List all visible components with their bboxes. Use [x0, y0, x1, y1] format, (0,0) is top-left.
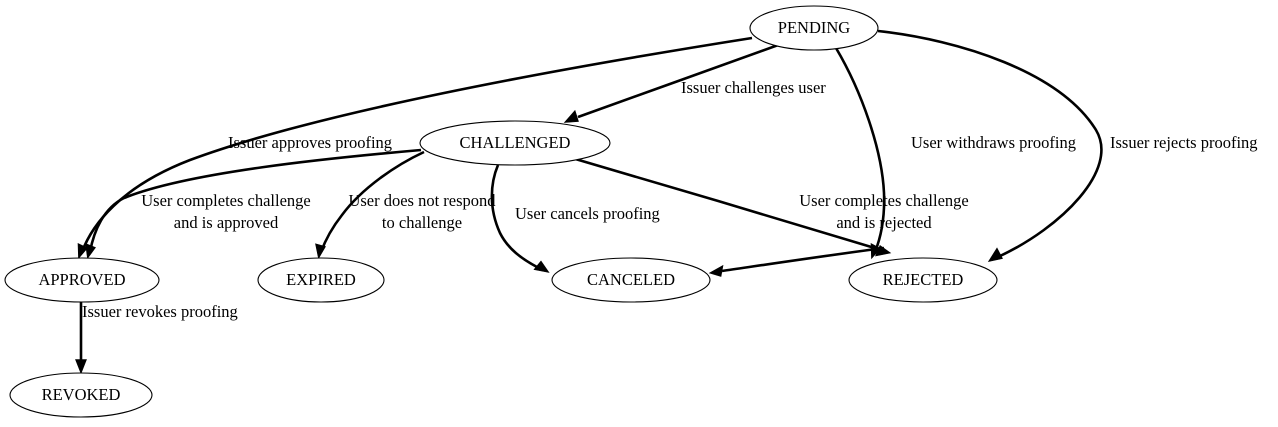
edge-label-pending-rejected: Issuer rejects proofing: [1110, 133, 1258, 152]
edge-label-challenged-approved-line1: User completes challenge: [141, 191, 311, 210]
edge-path-challenged-rejected: [571, 156, 879, 251]
node-ellipse-approved[interactable]: [4, 257, 160, 303]
node-ellipse-canceled[interactable]: [551, 257, 711, 303]
edge-path-challenged-approved: [88, 148, 422, 253]
edge-challenged-approved: [85, 148, 422, 260]
node-ellipse-pending[interactable]: [749, 5, 879, 51]
edge-pending-canceled: [708, 246, 885, 277]
node-ellipse-revoked[interactable]: [9, 372, 153, 418]
node-label-challenged: CHALLENGED: [460, 133, 571, 152]
edge-pending-challenged: [563, 42, 782, 123]
edge-arrowhead-pending-canceled: [708, 264, 724, 277]
node-canceled[interactable]: CANCELED: [551, 257, 711, 303]
node-ellipse-challenged[interactable]: [419, 120, 611, 166]
node-label-canceled: CANCELED: [587, 270, 675, 289]
node-label-expired: EXPIRED: [286, 270, 356, 289]
node-approved[interactable]: APPROVED: [4, 257, 160, 303]
edge-path-challenged-canceled: [490, 164, 538, 269]
edge-label-challenged-approved: User completes challenge and is approved: [141, 191, 311, 232]
edge-label-challenged-expired-line2: to challenge: [382, 213, 462, 232]
edge-path-pending-challenged: [577, 42, 782, 119]
edge-arrowhead-pending-approved: [77, 243, 88, 260]
node-ellipse-expired[interactable]: [257, 257, 385, 303]
node-ellipse-rejected[interactable]: [848, 257, 998, 303]
edge-challenged-expired: [315, 150, 425, 260]
edge-label-pending-canceled: User withdraws proofing: [911, 133, 1076, 152]
edge-path-challenged-expired: [319, 150, 425, 253]
edge-label-challenged-rejected-line1: User completes challenge: [799, 191, 969, 210]
edge-arrowhead-pending-challenged: [563, 109, 579, 123]
node-challenged[interactable]: CHALLENGED: [419, 120, 611, 166]
node-label-rejected: REJECTED: [883, 270, 964, 289]
edge-path-pending-canceled: [721, 246, 885, 273]
edge-arrowhead-challenged-canceled: [533, 260, 550, 273]
edge-label-challenged-rejected-line2: and is rejected: [836, 213, 932, 232]
edge-arrowhead-pending-rejected: [987, 247, 1003, 262]
edge-approved-revoked: [75, 302, 87, 375]
edge-label-pending-approved: Issuer approves proofing: [228, 133, 392, 152]
edge-label-challenged-canceled: User cancels proofing: [515, 204, 660, 223]
edge-path-pending-rejected: [877, 29, 1103, 258]
node-label-revoked: REVOKED: [42, 385, 121, 404]
edge-challenged-canceled: [490, 164, 550, 273]
edge-label-approved-revoked: Issuer revokes proofing: [82, 302, 238, 321]
edge-pending-rejected: [877, 29, 1103, 262]
node-expired[interactable]: EXPIRED: [257, 257, 385, 303]
node-revoked[interactable]: REVOKED: [9, 372, 153, 418]
edge-arrowhead-approved-revoked: [75, 359, 87, 375]
edge-arrowhead-challenged-expired: [315, 243, 326, 260]
node-pending[interactable]: PENDING: [749, 5, 879, 51]
edge-label-challenged-expired: User does not respond to challenge: [348, 191, 496, 232]
node-label-approved: APPROVED: [38, 270, 125, 289]
edge-label-challenged-rejected: User completes challenge and is rejected: [799, 191, 969, 232]
edge-label-challenged-approved-line2: and is approved: [174, 213, 279, 232]
edge-path-pending-withdraw: [834, 47, 886, 253]
edge-label-pending-challenged: Issuer challenges user: [681, 78, 826, 97]
edge-label-challenged-expired-line1: User does not respond: [348, 191, 496, 210]
node-rejected[interactable]: REJECTED: [848, 257, 998, 303]
edge-arrowhead-challenged-approved: [85, 243, 96, 260]
node-label-pending: PENDING: [778, 18, 850, 37]
